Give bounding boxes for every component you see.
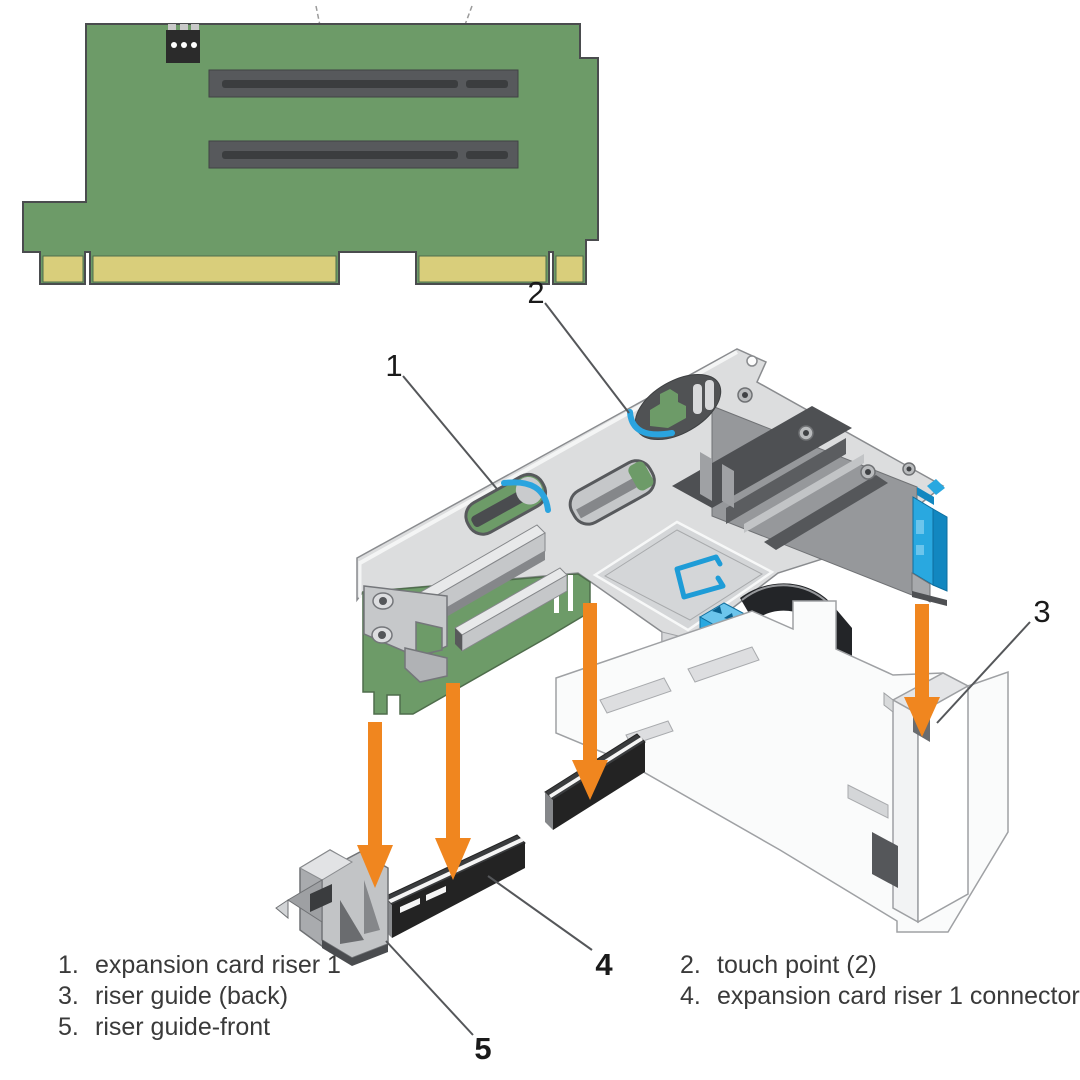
recessed-panel-inner [604,529,763,621]
install-arrow-4 [904,604,940,737]
leader-5 [385,940,474,1036]
side-wall-slot-dark [726,438,846,524]
callout-number-4: 4 [595,947,613,982]
install-arrows [357,603,940,888]
opening-post-1 [700,452,712,501]
callout-number-3: 3 [1033,594,1050,629]
release-handle-highlight [741,584,829,604]
callout-number-2: 2 [527,275,544,310]
touch-point-arc-1 [501,479,551,513]
install-arrow-1 [357,722,393,888]
legend-label-5: riser guide-front [95,1013,270,1041]
callout-number-1: 1 [385,348,402,383]
callout-number-5: 5 [474,1031,491,1066]
oval-pin-2 [705,380,714,410]
install-arrow-3 [572,603,608,800]
leader-3 [936,621,1031,724]
leader-4 [487,875,593,951]
chassis-dark-hole [872,832,898,888]
board-bracket [363,585,448,683]
legend-num-4: 4. [680,982,701,1010]
callout-numbers: 1 2 3 4 5 [385,275,1050,1066]
callout-leaders [385,302,1031,1036]
side-wall-slot-light [744,454,864,533]
touch-point-arc-2 [627,409,675,438]
riser-slot-box-2 [454,567,568,652]
plate-opening-2 [568,459,656,526]
cage-tip-blue-tab [927,479,945,495]
pcie-slot-1 [208,69,519,98]
oval-pin-1 [693,384,702,414]
chassis-slot-cutout-1 [599,677,672,714]
jumper-block [166,24,200,63]
plate-screw-holes [737,355,916,480]
legend-num-1: 1. [58,951,79,979]
leader-2 [544,302,630,414]
legend-label-2: touch point (2) [717,951,877,979]
board-notch-2 [568,575,573,611]
legend-num-5: 5. [58,1013,79,1041]
riser-cage-assembly [356,348,945,703]
pcb-gold-edge-connectors [42,255,584,283]
install-arrow-2 [435,683,471,880]
opening-post-2 [722,464,734,508]
riser-board-left-face [362,524,591,715]
panel-blue-c-cutout [674,554,726,600]
legend-num-3: 3. [58,982,79,1010]
legend-num-2: 2. [680,951,701,979]
pcie-slot-2 [208,140,519,169]
recessed-panel [592,520,775,632]
chassis-slot-cutout-2 [687,646,760,683]
riser-latch-back [911,487,948,606]
chassis-slot-cutout-4 [847,784,889,819]
oval-pcb-steps [650,389,686,428]
legend-label-3: riser guide (back) [95,982,288,1010]
leader-1 [402,375,498,490]
legend-label-1: expansion card riser 1 [95,951,341,979]
legend-label-4: expansion card riser 1 connector [717,982,1080,1010]
legend: 1. expansion card riser 1 3. riser guide… [58,951,1080,1041]
plate-opening-1 [464,472,548,536]
riser-card-top-view [22,5,599,285]
side-wall-slot-dark2 [764,475,888,550]
